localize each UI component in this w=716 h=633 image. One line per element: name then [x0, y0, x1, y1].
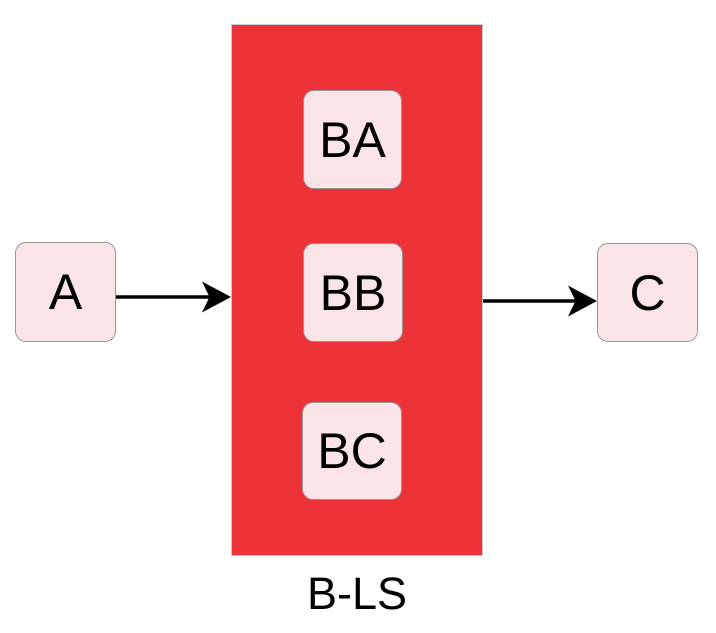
node-c: C: [597, 243, 698, 342]
arrow-b-ls-to-c-icon: [483, 285, 597, 317]
node-bc: BC: [302, 402, 402, 500]
group-b-ls-label: B-LS: [306, 568, 408, 619]
node-bc-label: BC: [317, 423, 387, 479]
node-c-label: C: [629, 264, 666, 321]
node-ba-label: BA: [319, 111, 386, 168]
arrow-a-to-b-ls-icon: [116, 281, 231, 313]
node-a-label: A: [48, 264, 83, 320]
node-ba: BA: [303, 90, 402, 189]
node-a: A: [15, 242, 116, 342]
node-bb-label: BB: [319, 264, 387, 321]
node-bb: BB: [303, 243, 403, 342]
